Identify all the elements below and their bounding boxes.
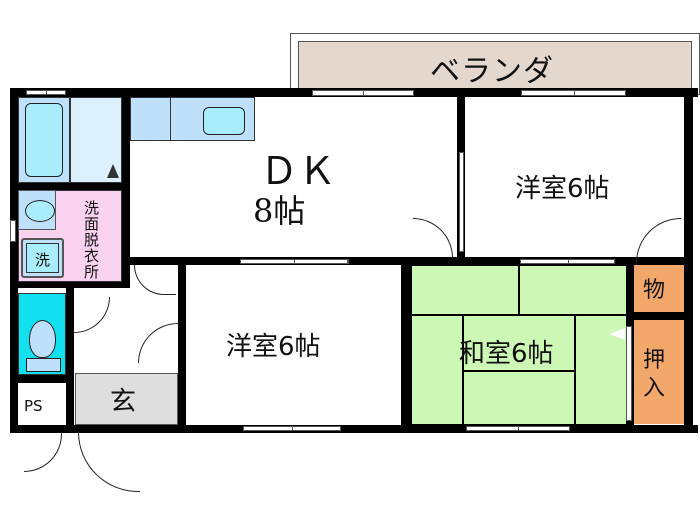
wall-wash-bottom: [10, 282, 130, 288]
door-ps[interactable]: [24, 432, 62, 472]
window-dk-side: [459, 152, 464, 252]
ps-label: PS: [24, 397, 43, 415]
closet-label-2: 入: [643, 376, 666, 401]
dk-size-label: 8帖: [253, 192, 306, 230]
storage: [634, 264, 684, 312]
window-japanese-top: [520, 259, 615, 264]
window-dk: [312, 90, 414, 96]
window-bath: [26, 90, 66, 95]
western-room-1-label: 洋室6帖: [515, 174, 610, 204]
wall-right: [684, 88, 693, 432]
tatami-4: [462, 314, 576, 372]
bathtub-icon: [25, 103, 63, 177]
wall-western2-left: [178, 257, 186, 429]
japanese-room-label: 和室6帖: [459, 339, 554, 369]
washer-label: 洗: [35, 251, 51, 269]
kitchen-sink-icon: [203, 107, 245, 135]
window-wash-side: [10, 220, 16, 242]
window-dk-bottom: [240, 259, 348, 264]
wall-bath-wash: [10, 183, 130, 190]
wall-bottom: [10, 425, 698, 433]
closet-sliding-door[interactable]: [626, 326, 632, 421]
toilet-bowl-icon: [29, 320, 56, 358]
toilet-tank-icon: [26, 358, 61, 372]
door-western1[interactable]: [636, 218, 681, 263]
entrance: [75, 373, 178, 425]
wall-toilet-right: [66, 288, 74, 428]
tatami-3: [410, 314, 464, 426]
storage-label: 物: [643, 278, 666, 303]
wall-western2-right: [401, 257, 410, 429]
western-room-2-label: 洋室6帖: [226, 332, 321, 362]
sink-icon: [25, 200, 55, 222]
washroom-label: 洗面脱衣所: [84, 199, 100, 281]
tatami-5: [462, 370, 576, 426]
window-western1: [521, 90, 626, 96]
closet-door-top-icon: [609, 328, 625, 340]
window-japanese-bottom: [466, 426, 570, 431]
bath-door-icon: [107, 164, 119, 178]
counter-divider: [170, 97, 171, 141]
washer-inner: [26, 243, 59, 273]
veranda-label: ベランダ: [430, 54, 554, 89]
closet-label-1: 押: [643, 348, 666, 373]
closet: [634, 320, 684, 424]
door-dk[interactable]: [413, 218, 453, 258]
door-western2[interactable]: [138, 323, 178, 363]
entrance-label: 玄: [110, 387, 137, 417]
door-washroom[interactable]: [134, 265, 176, 295]
wall-toilet-bottom: [10, 375, 72, 383]
window-western2-bottom: [243, 426, 341, 431]
door-entrance[interactable]: [78, 432, 140, 492]
wall-storage-bottom: [628, 312, 688, 320]
ps-space: [18, 386, 66, 426]
tatami-2: [518, 264, 628, 316]
tatami-1: [410, 264, 520, 316]
wall-left: [10, 88, 18, 432]
dk-label: ＤＫ: [260, 149, 337, 193]
door-toilet[interactable]: [74, 297, 110, 333]
